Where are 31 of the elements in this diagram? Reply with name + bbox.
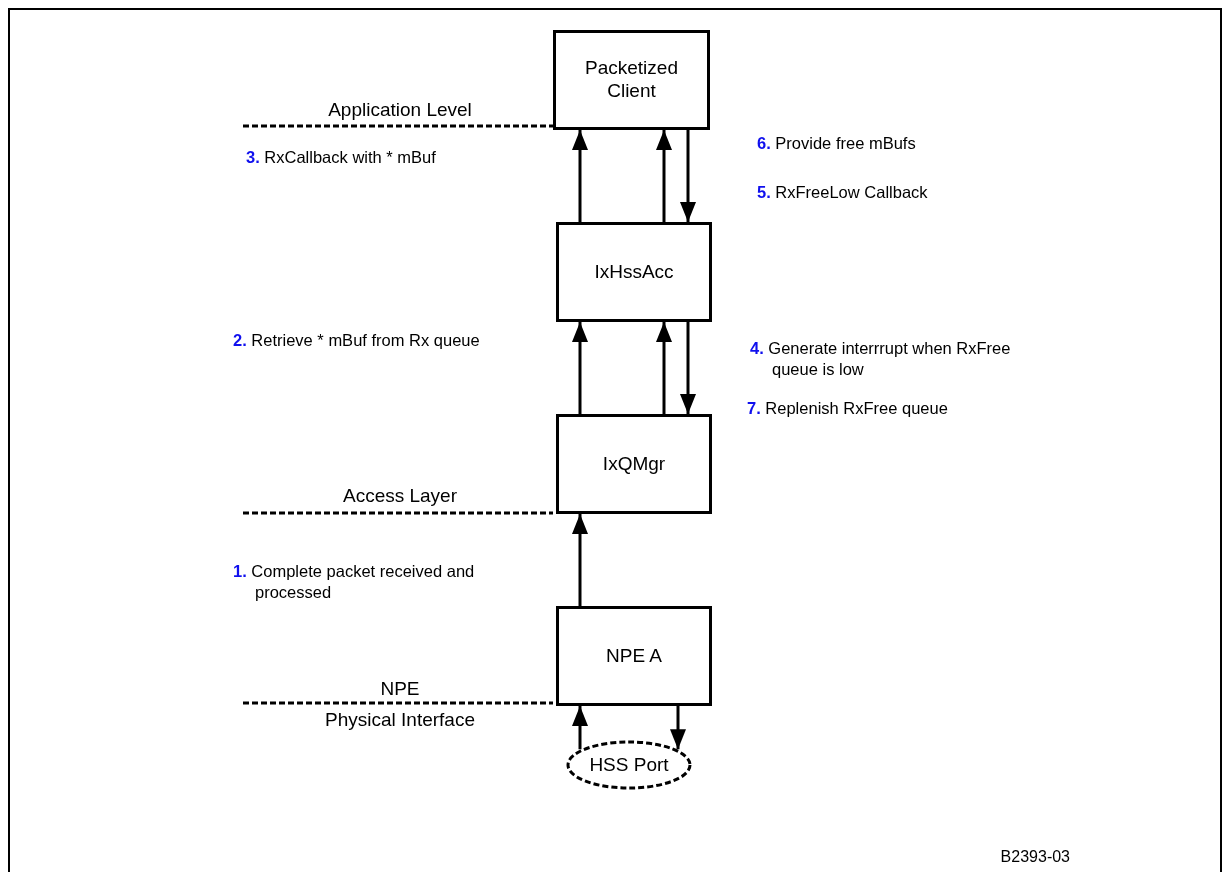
component-box: [553, 30, 710, 130]
component-box: [556, 606, 712, 706]
component-box: [556, 414, 712, 514]
arrow: [670, 706, 686, 750]
arrow: [572, 322, 588, 414]
arrow: [656, 322, 672, 414]
figure-number: B2393-03: [999, 847, 1070, 867]
node-label: HSS Port: [588, 753, 670, 777]
step-note: 5. RxFreeLow Callback: [757, 182, 929, 203]
step-note: 3. RxCallback with * mBuf: [246, 147, 437, 168]
arrow: [656, 130, 672, 222]
step-note: 6. Provide free mBufs: [757, 133, 917, 154]
step-note: 7. Replenish RxFree queue: [747, 398, 949, 419]
layer-label: Application Level: [327, 98, 473, 122]
node-label: NPE A: [605, 644, 663, 668]
step-note: 1. Complete packet received and processed: [233, 561, 476, 603]
arrow: [572, 514, 588, 606]
arrow: [572, 706, 588, 750]
port-ellipse: [566, 740, 692, 790]
arrow: [572, 130, 588, 222]
layer-label: NPE: [379, 677, 421, 701]
layer-label: Access Layer: [341, 484, 458, 508]
node-label: Packetized Client: [584, 57, 679, 103]
node-label: IxHssAcc: [593, 260, 675, 284]
layer-label: Physical Interface: [324, 708, 476, 732]
arrow: [680, 130, 696, 222]
arrow: [680, 322, 696, 414]
step-note: 2. Retrieve * mBuf from Rx queue: [233, 330, 481, 351]
step-note: 4. Generate interrrupt when RxFree queue is low: [750, 338, 1012, 380]
component-box: [556, 222, 712, 322]
node-label: IxQMgr: [601, 452, 667, 476]
